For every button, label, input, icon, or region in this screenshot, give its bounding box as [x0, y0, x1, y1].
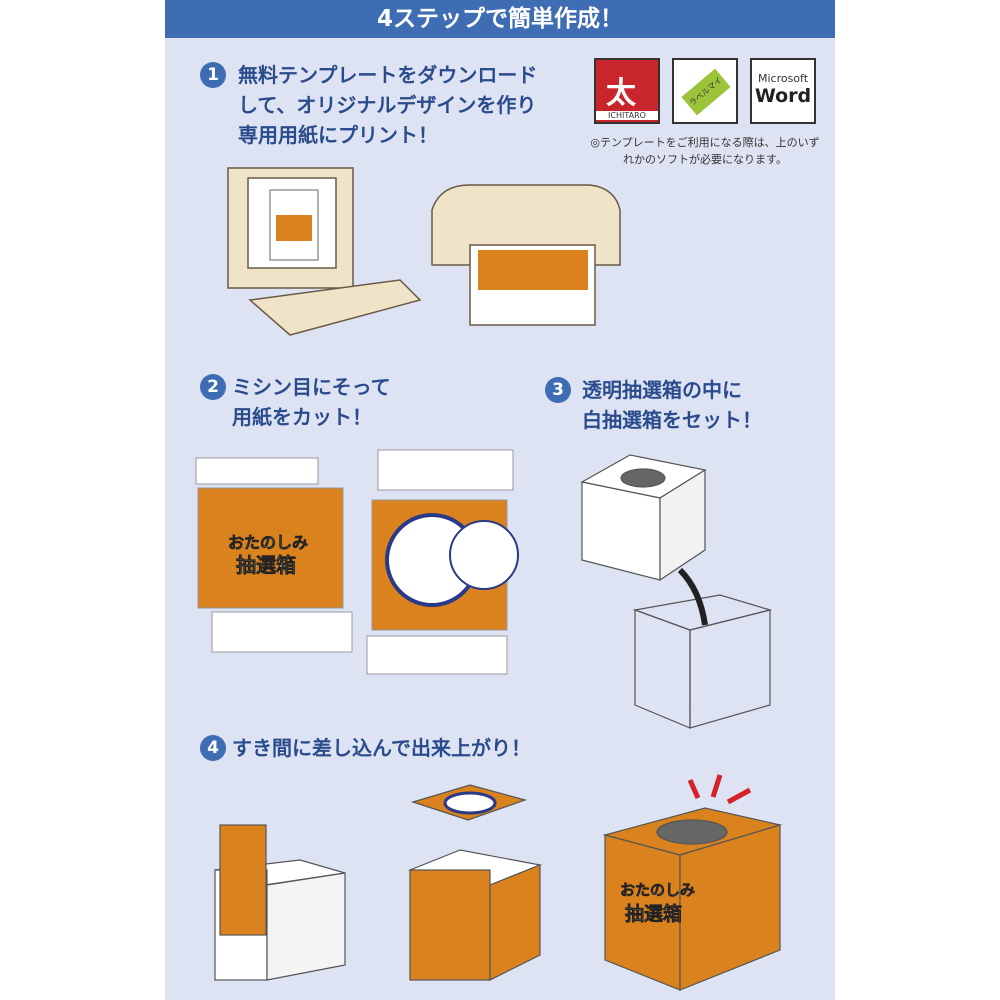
step-3-line: 透明抽選箱の中に — [582, 378, 742, 402]
word-logo: Microsoft Word — [750, 58, 816, 124]
step-2-number: 2 — [200, 374, 226, 400]
step-1-text: 無料テンプレートをダウンロード して、オリジナルデザインを作り 専用用紙にプリン… — [238, 60, 537, 150]
word-logo-line1: Microsoft — [757, 72, 809, 85]
software-note: ◎テンプレートをご利用になる際は、上のいずれかのソフトが必要になります。 — [590, 136, 820, 166]
word-logo-line2: Word — [754, 85, 812, 107]
step-1-number: 1 — [200, 62, 226, 88]
step-1-line: 無料テンプレートをダウンロード — [238, 63, 538, 87]
ichitaro-logo: ICHITARO 太 — [594, 58, 660, 124]
step-2-line: ミシン目にそって — [232, 375, 391, 399]
step-2-line: 用紙をカット！ — [232, 405, 372, 429]
step-3-line: 白抽選箱をセット！ — [582, 408, 762, 432]
step-3-number: 3 — [545, 377, 571, 403]
page-title: 4ステップで簡単作成！ — [165, 0, 835, 38]
step-2-text: ミシン目にそって 用紙をカット！ — [232, 372, 391, 432]
label-mighty-logo-text: ラベルマイティ — [681, 68, 731, 116]
ichitaro-logo-text: ICHITARO — [596, 111, 658, 120]
step-4-number: 4 — [200, 735, 226, 761]
step-1-line: 専用用紙にプリント！ — [238, 123, 438, 147]
step-3-text: 透明抽選箱の中に 白抽選箱をセット！ — [582, 375, 762, 435]
label-mighty-logo: ラベルマイティ — [672, 58, 738, 124]
step-1-line: して、オリジナルデザインを作り — [238, 93, 537, 117]
step-4-line: すき間に差し込んで出来上がり！ — [232, 736, 531, 760]
step-4-text: すき間に差し込んで出来上がり！ — [232, 733, 531, 763]
